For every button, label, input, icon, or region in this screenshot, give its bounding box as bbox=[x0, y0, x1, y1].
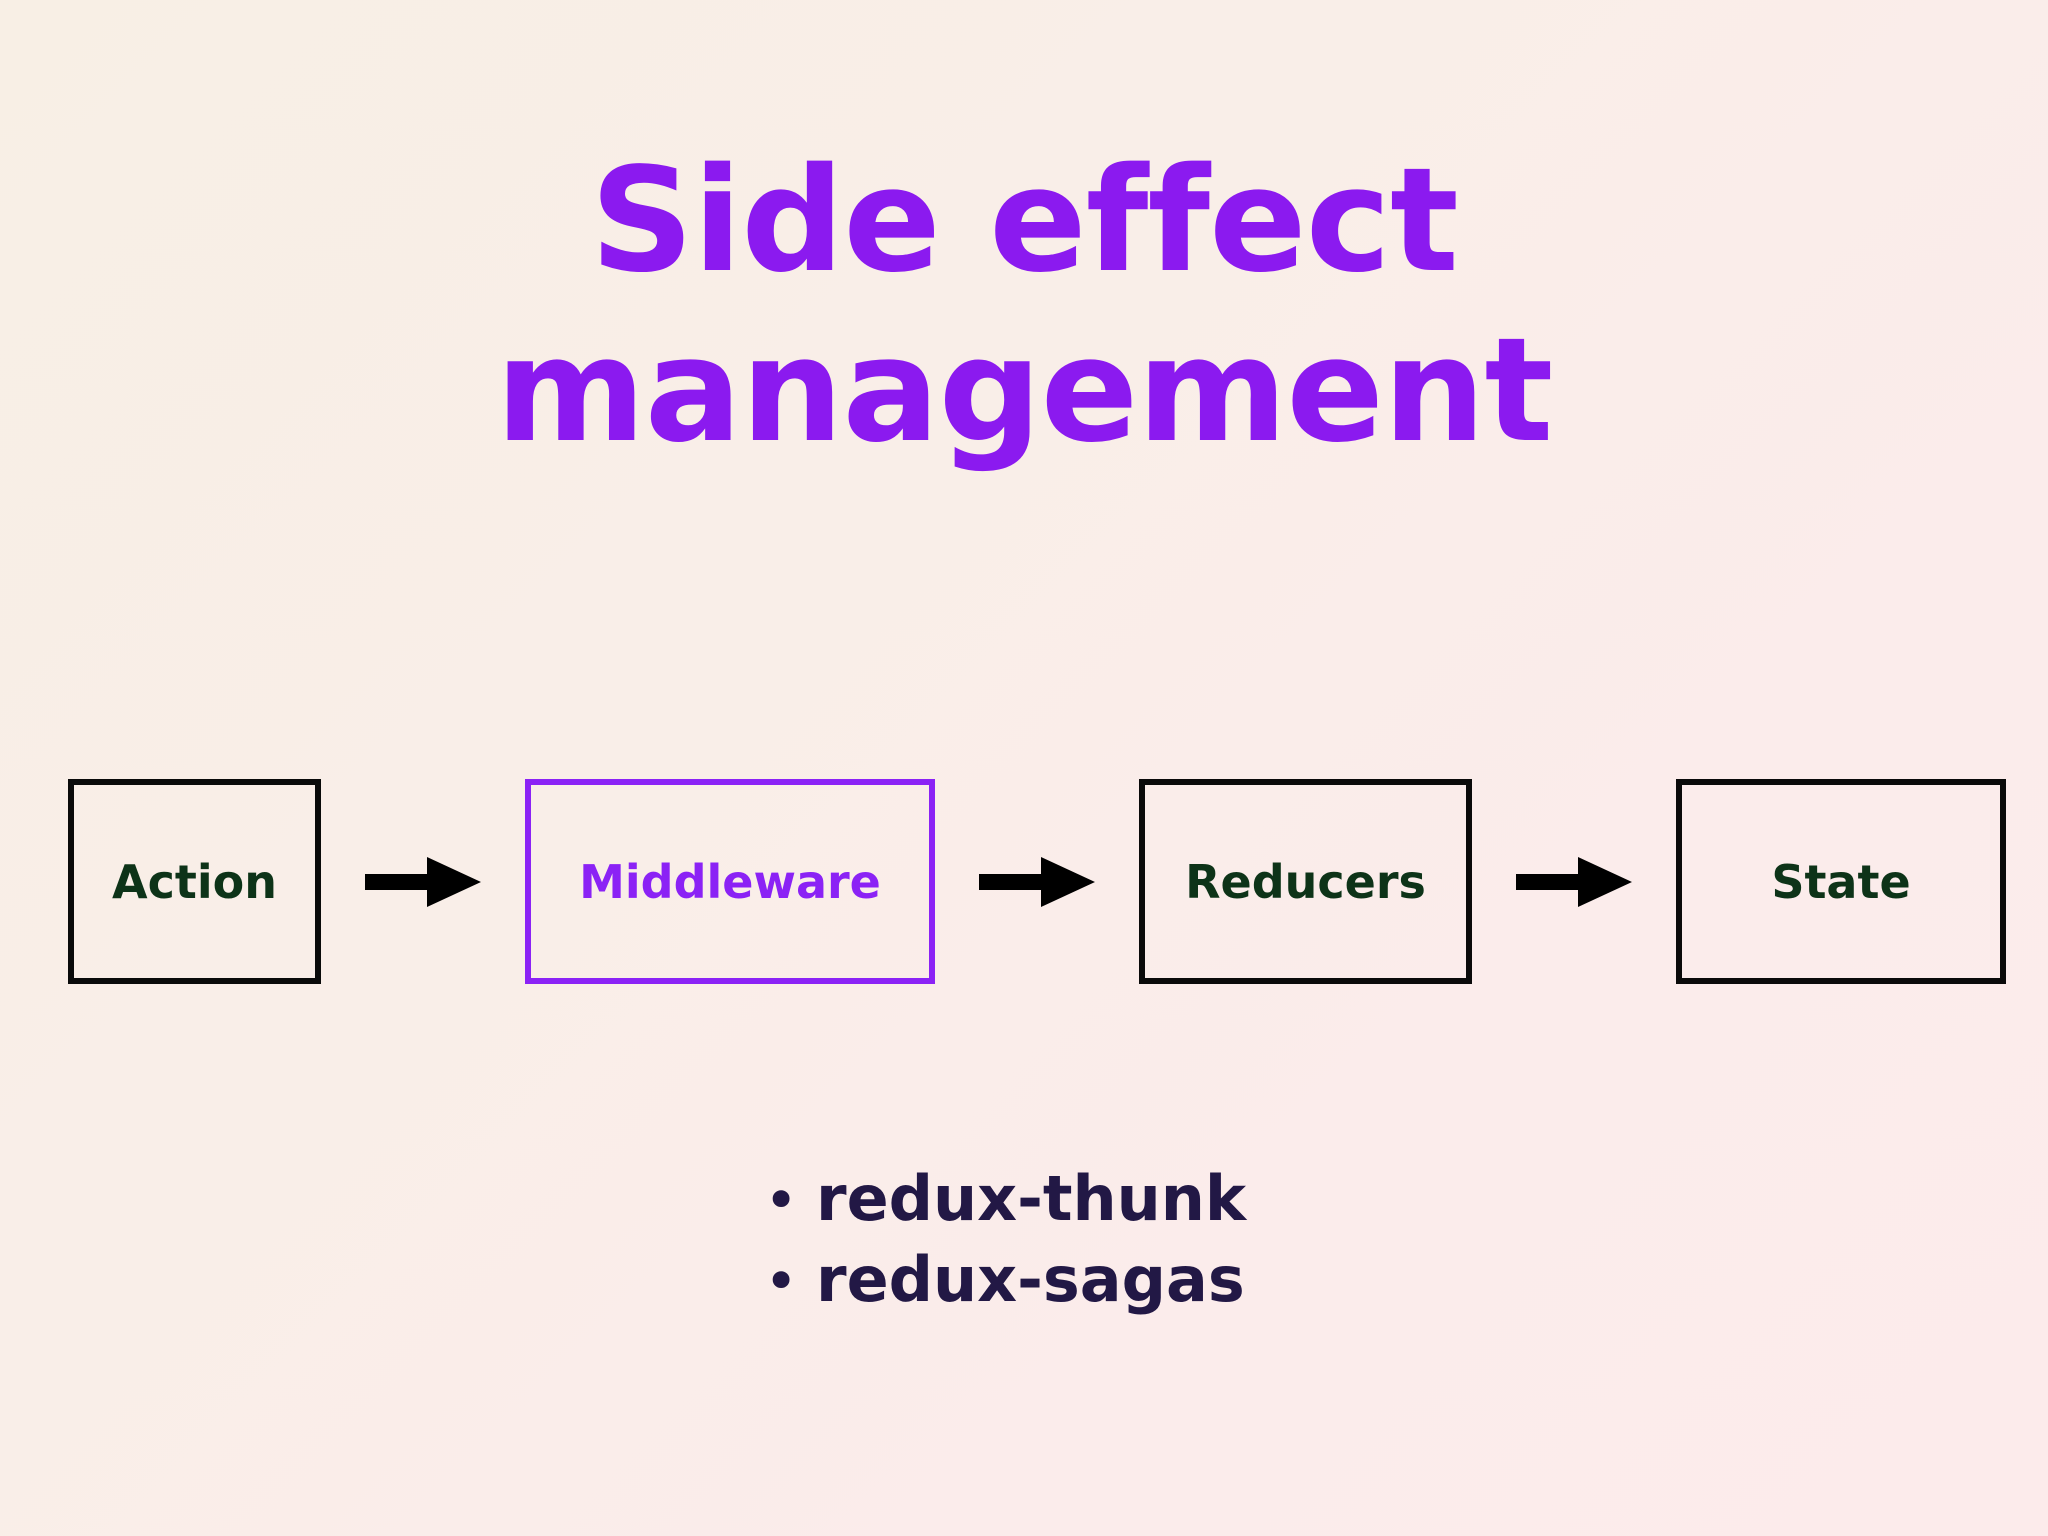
flow-box-action: Action bbox=[68, 779, 321, 984]
list-item-label: redux-thunk bbox=[816, 1162, 1247, 1235]
bullet-dot-icon: • bbox=[764, 1166, 799, 1234]
middleware-library-list: • redux-thunk • redux-sagas bbox=[0, 1162, 2048, 1328]
flow-box-middleware: Middleware bbox=[525, 779, 935, 984]
list-item: • redux-thunk bbox=[764, 1162, 1284, 1235]
arrow-action-to-middleware-icon bbox=[363, 850, 483, 914]
flow-box-action-label: Action bbox=[112, 854, 277, 909]
arrow-middleware-to-reducers-icon bbox=[977, 850, 1097, 914]
list-item: • redux-sagas bbox=[764, 1242, 1284, 1316]
flow-box-reducers: Reducers bbox=[1139, 779, 1472, 984]
flow-box-reducers-label: Reducers bbox=[1185, 854, 1426, 909]
arrow-reducers-to-state-icon bbox=[1514, 850, 1634, 914]
page-title: Side effect management bbox=[0, 136, 2048, 476]
title-line-2: management bbox=[495, 305, 1554, 474]
flow-box-middleware-label: Middleware bbox=[579, 854, 881, 909]
list-item-label: redux-sagas bbox=[816, 1242, 1245, 1316]
title-line-1: Side effect bbox=[590, 136, 1459, 304]
flow-box-state: State bbox=[1676, 779, 2006, 984]
flow-box-state-label: State bbox=[1771, 854, 1911, 909]
bullet-dot-icon: • bbox=[764, 1246, 799, 1315]
redux-flow-diagram: Action Middleware Reducers bbox=[68, 779, 2006, 984]
